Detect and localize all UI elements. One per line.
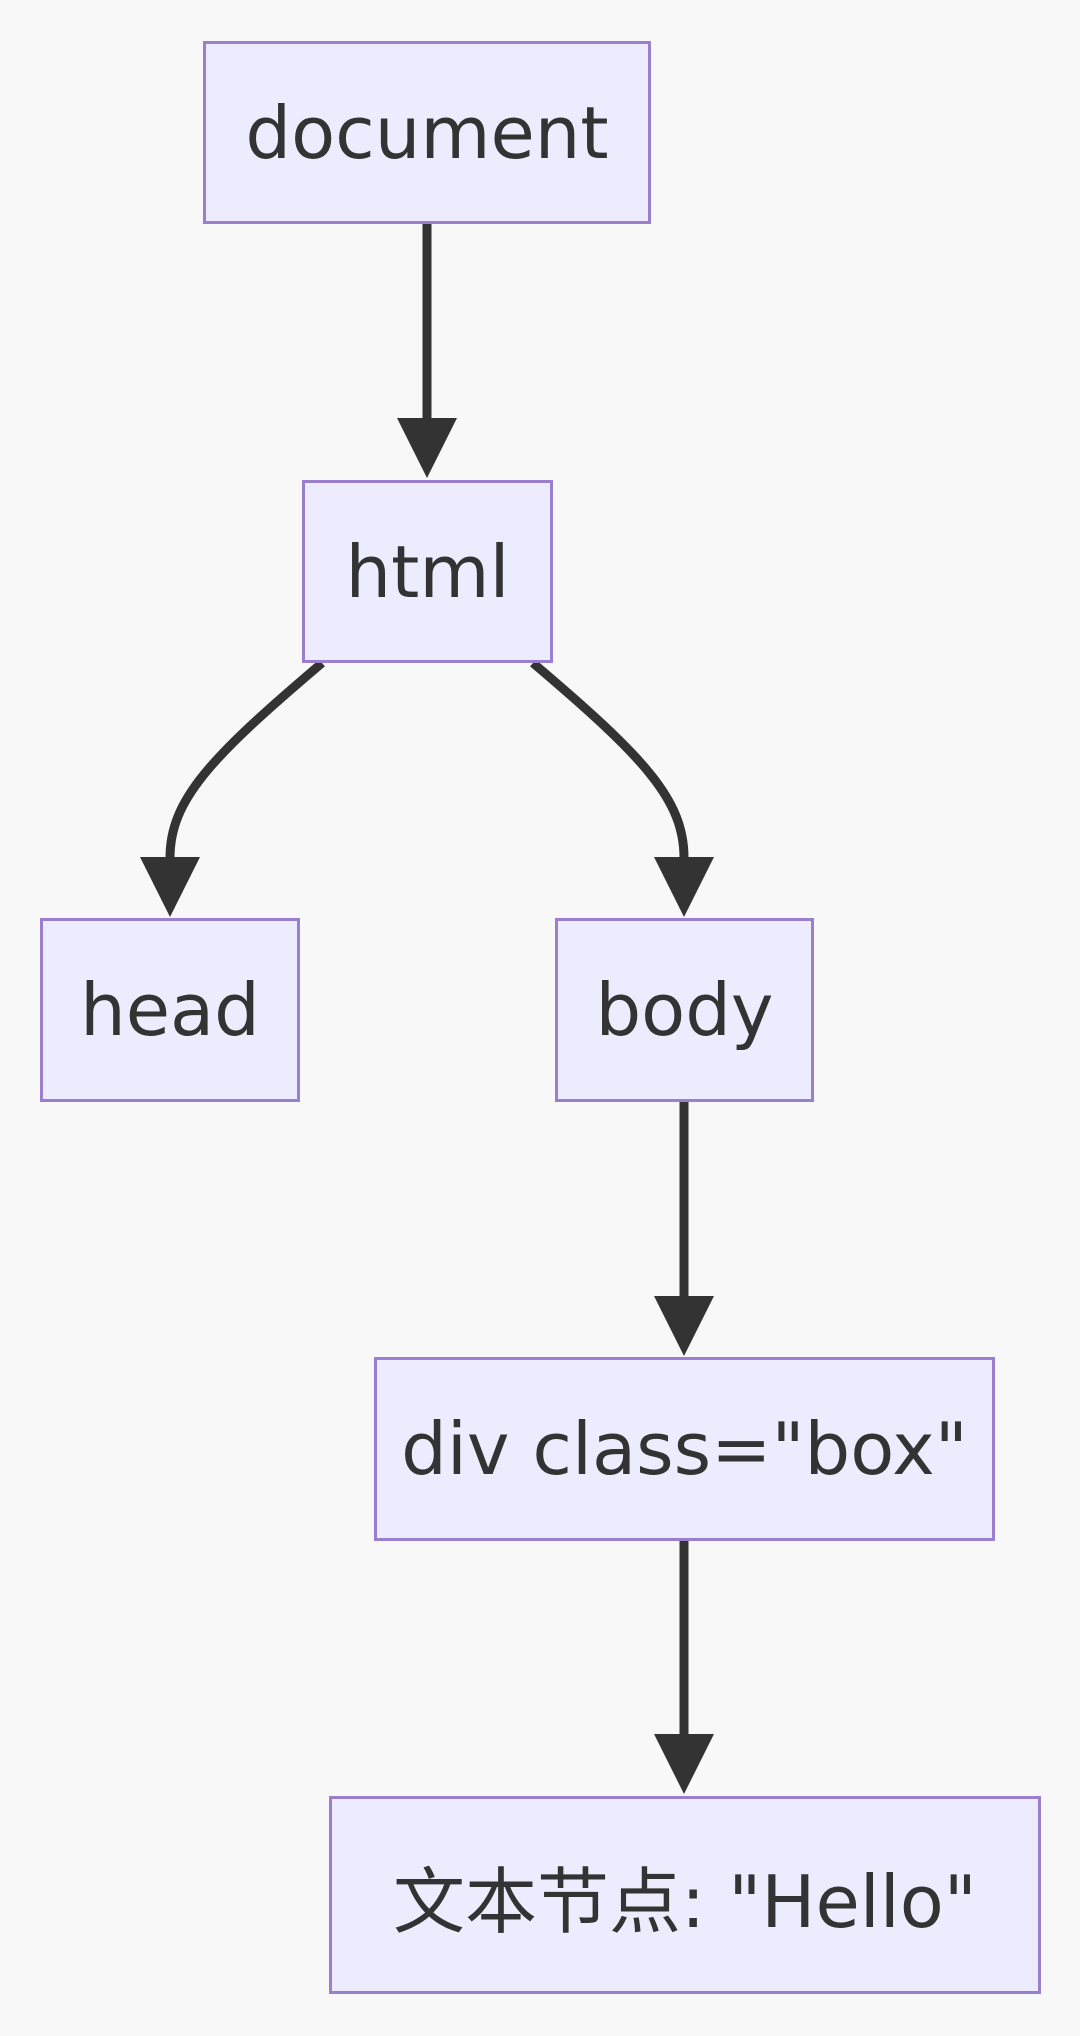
node-label: 文本节点: "Hello" [393, 1859, 977, 1944]
node-label: document [245, 90, 609, 175]
arrowhead-div [654, 1296, 714, 1356]
node-body: body [555, 918, 814, 1102]
node-text-hello: 文本节点: "Hello" [329, 1796, 1041, 1994]
arrowhead-body [654, 857, 714, 917]
arrowhead-head [140, 857, 200, 917]
node-div-box: div class="box" [374, 1357, 995, 1541]
node-label: head [80, 968, 260, 1052]
edge-html-body [530, 659, 689, 859]
node-label: body [595, 968, 774, 1052]
node-label: html [345, 529, 510, 614]
arrowhead-html [397, 418, 457, 478]
node-head: head [40, 918, 300, 1102]
node-label: div class="box" [401, 1407, 968, 1491]
arrowhead-text [654, 1734, 714, 1794]
node-document: document [203, 41, 651, 224]
edge-html-head [165, 659, 325, 859]
node-html: html [302, 480, 553, 663]
